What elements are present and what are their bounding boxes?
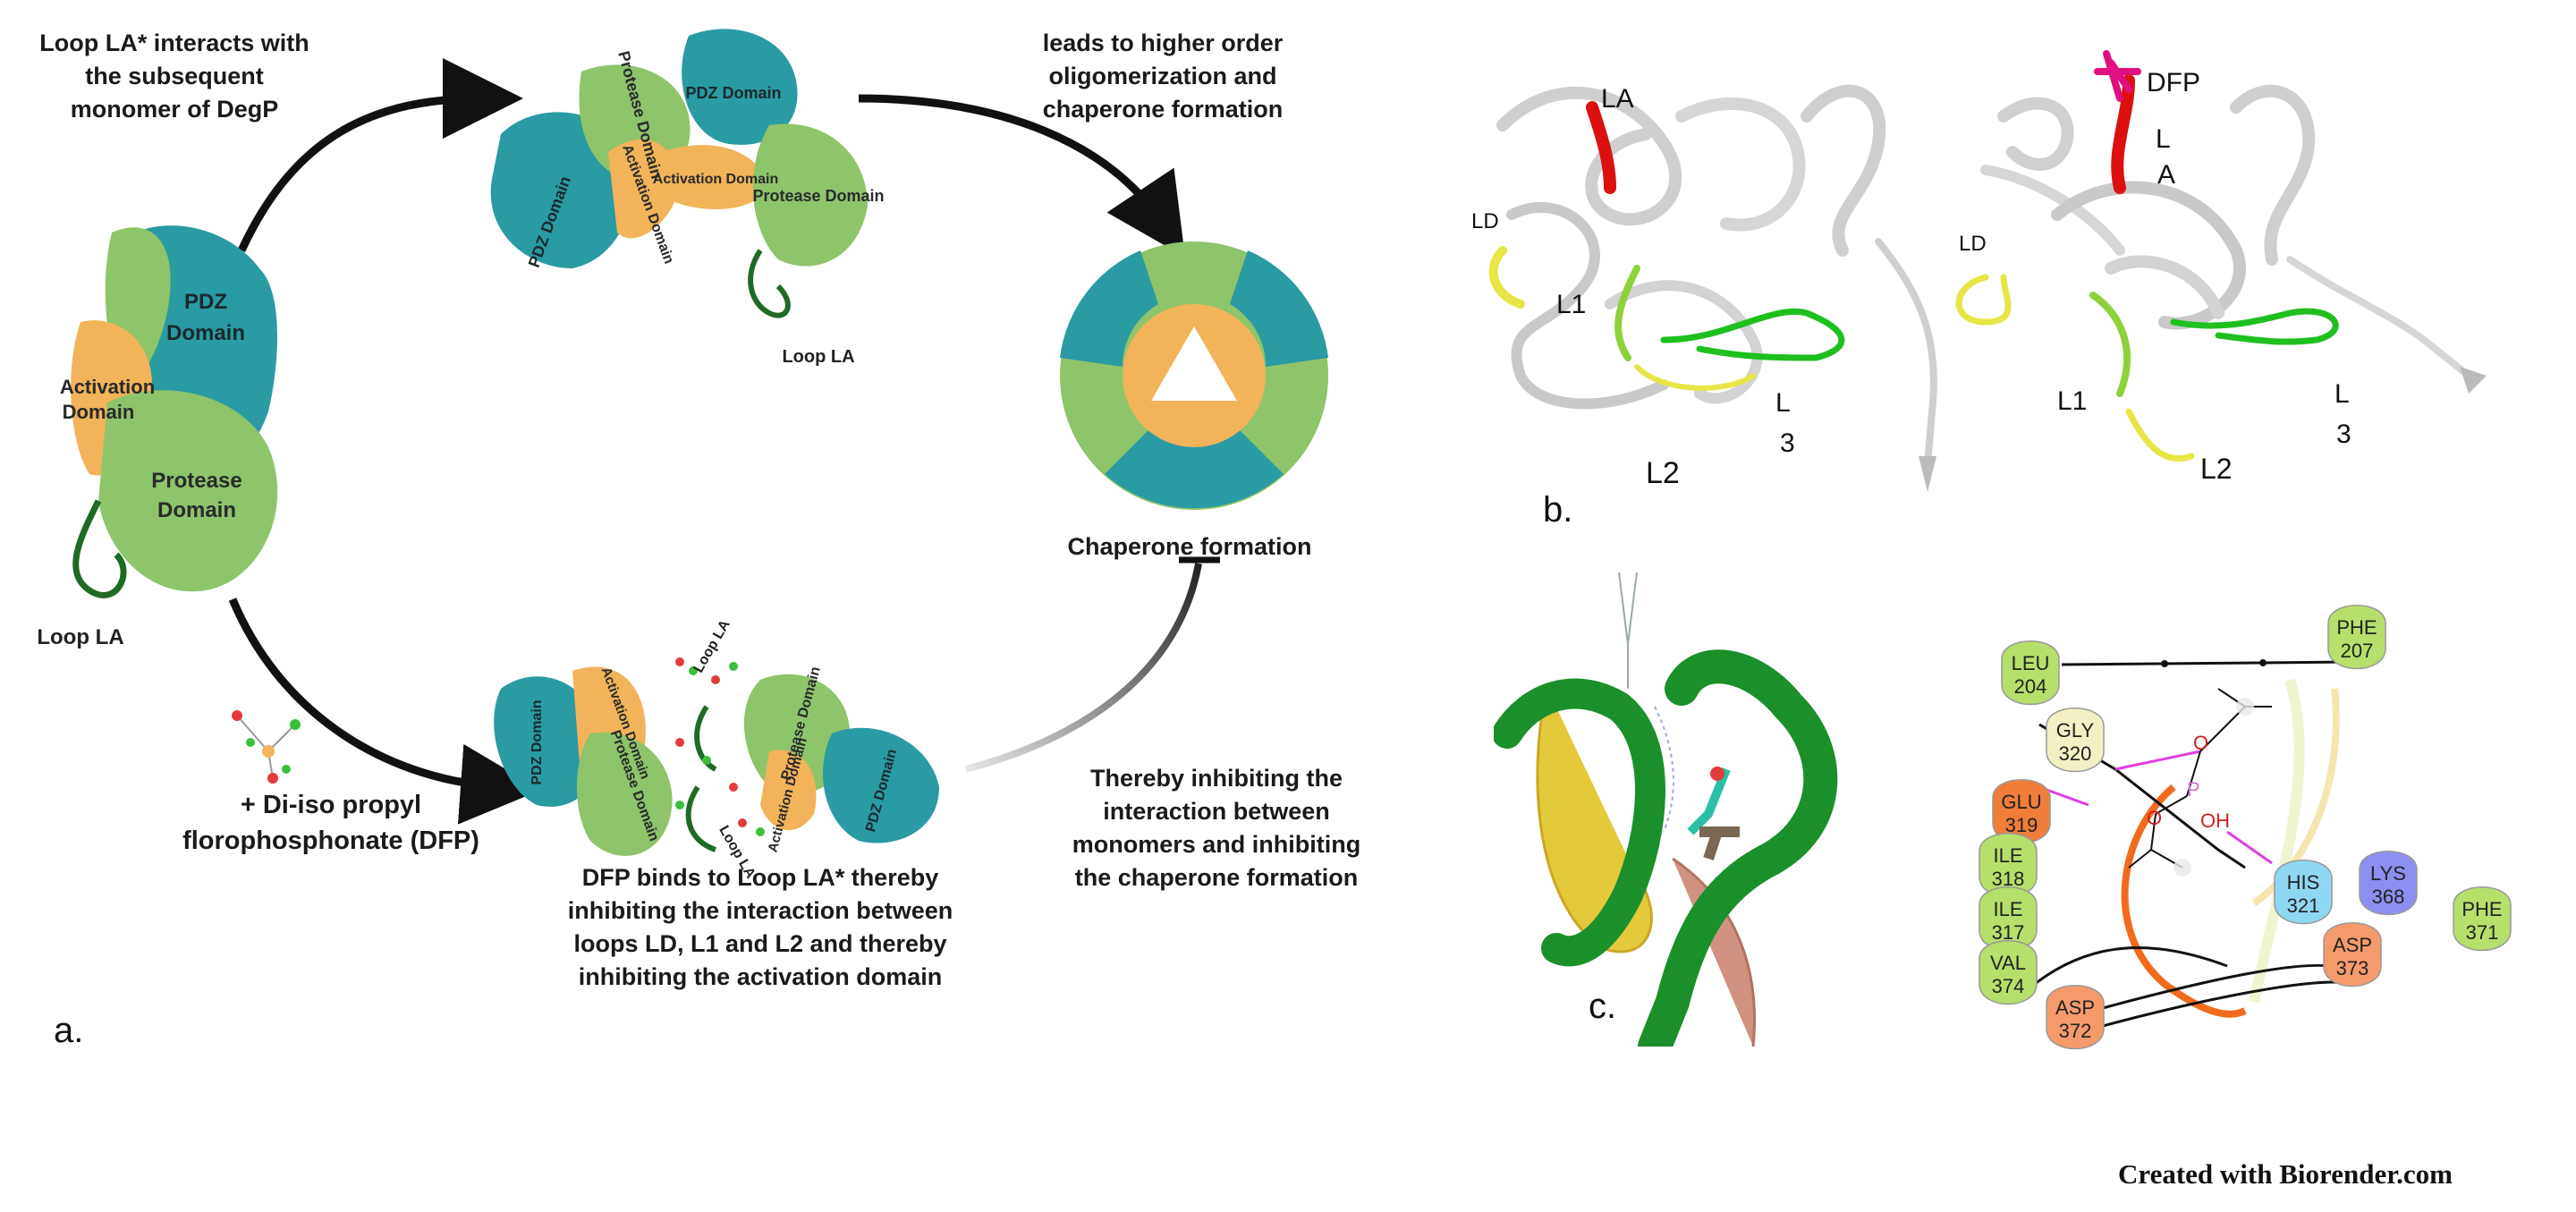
dimer-top-pdz-b: PDZ Domain xyxy=(685,84,781,102)
left-l3b-label: 3 xyxy=(1780,428,1795,458)
dimer-top-activation-b: Activation Domain xyxy=(653,172,778,187)
right-la-label-b: A xyxy=(2157,160,2175,190)
residue-number: 372 xyxy=(2059,1020,2092,1042)
ligand-o2: O xyxy=(2147,807,2162,829)
residue-number: 374 xyxy=(1992,975,2025,997)
residue-number: 373 xyxy=(2336,957,2369,979)
caption-chaperone-formation: Chaperone formation xyxy=(1067,533,1312,560)
ligand-o1: O xyxy=(2193,732,2208,754)
dimer-top-loop: Loop LA xyxy=(782,347,854,367)
residue-number: 320 xyxy=(2059,742,2092,765)
structure-left-ribbon xyxy=(1488,84,1937,492)
ligand-dfp: O P O OH xyxy=(2128,688,2272,877)
right-dfp-label: DFP xyxy=(2147,68,2200,97)
dimer-bottom-loop-a: Loop LA xyxy=(691,617,733,675)
cycle-arrow-top-right xyxy=(858,94,1185,258)
panel-a-letter: a. xyxy=(54,1011,84,1050)
left-l2-label: L2 xyxy=(1646,456,1680,490)
left-l3a-label: L xyxy=(1775,388,1791,418)
caption-higher-order: leads to higher order oligomerization an… xyxy=(1042,30,1284,123)
ligand-p: P xyxy=(2187,778,2200,801)
panel-a-diagram: PDZ Domain Activation Domain Protease Do… xyxy=(37,29,1328,881)
monomer-protease-label-2: Domain xyxy=(157,498,236,522)
biorender-credit: Created with Biorender.com xyxy=(2118,1158,2453,1190)
left-la-label: LA xyxy=(1601,84,1634,114)
monomer-pdz-label: PDZ xyxy=(184,290,227,314)
caption-loop-interacts: Loop LA* interacts with the subsequent m… xyxy=(39,30,309,123)
panel-c-interaction-diagram: O P O OH LEU204PHE207GLY320GLU319ILE318I… xyxy=(1979,605,2512,1050)
residue-name: ASP xyxy=(2055,996,2095,1019)
residue-name: LYS xyxy=(2370,862,2406,885)
right-ld-label: LD xyxy=(1959,232,1987,256)
residue-name: ILE xyxy=(1993,898,2022,920)
degp-dimer-bottom xyxy=(494,666,939,856)
right-l3a-label: L xyxy=(2334,379,2350,409)
cycle-arrow-bottom-left xyxy=(228,598,541,825)
left-l1-label: L1 xyxy=(1556,290,1586,319)
inhibition-arc xyxy=(964,563,1202,773)
residue-number: 368 xyxy=(2372,886,2405,908)
panel-c-3d-tube xyxy=(1494,537,1869,1047)
monomer-pdz-label-2: Domain xyxy=(166,321,245,345)
caption-dfp-reagent: + Di-iso propyl florophosphonate (DFP) xyxy=(182,791,479,855)
chaperone-ring xyxy=(1060,242,1328,510)
right-l1-label: L1 xyxy=(2057,386,2087,416)
monomer-activation-label-2: Domain xyxy=(63,401,135,423)
residue-nodes: LEU204PHE207GLY320GLU319ILE318ILE317HIS3… xyxy=(1979,605,2512,1050)
panel-c-letter: c. xyxy=(1589,987,1617,1026)
residue-name: LEU xyxy=(2012,652,2050,674)
residue-name: HIS xyxy=(2287,871,2320,894)
dfp-molecules-scatter xyxy=(675,657,765,836)
panel-b-ribbons: LA LD L1 L2 L 3 DFP L A LD L1 L2 L 3 xyxy=(1471,50,2487,492)
structure-right-ribbon xyxy=(1955,50,2487,462)
monomer-protease-label: Protease xyxy=(151,469,242,493)
residue-number: 321 xyxy=(2287,894,2320,917)
ligand-oh: OH xyxy=(2200,809,2230,832)
cycle-arrow-top-left xyxy=(237,58,523,252)
residue-number: 207 xyxy=(2341,640,2374,662)
residue-number: 319 xyxy=(2005,814,2038,836)
residue-name: PHE xyxy=(2336,616,2377,639)
dimer-top-protease-b: Protease Domain xyxy=(752,187,884,205)
degp-dimer-top xyxy=(490,29,868,318)
residue-name: GLY xyxy=(2056,719,2095,742)
residue-number: 204 xyxy=(2014,675,2047,698)
left-ld-label: LD xyxy=(1471,209,1499,233)
caption-dfp-binds: DFP binds to Loop LA* thereby inhibiting… xyxy=(567,864,953,990)
dimer-bottom-pdz-a: PDZ Domain xyxy=(530,699,545,784)
dfp-molecule-icon xyxy=(232,710,301,784)
residue-number: 318 xyxy=(1992,868,2025,890)
panel-b-letter: b. xyxy=(1543,490,1573,530)
residue-number: 317 xyxy=(1992,921,2025,944)
right-l3b-label: 3 xyxy=(2336,420,2351,449)
residue-name: GLU xyxy=(2001,791,2041,813)
residue-name: PHE xyxy=(2462,898,2502,920)
residue-name: ILE xyxy=(1993,844,2022,867)
caption-thereby-inhibiting: Thereby inhibiting the interaction betwe… xyxy=(1072,765,1361,891)
monomer-activation-label: Activation xyxy=(60,376,155,398)
monomer-loop-label: Loop LA xyxy=(37,625,123,649)
residue-number: 371 xyxy=(2466,921,2499,944)
right-l2-label: L2 xyxy=(2200,453,2233,485)
degp-monomer xyxy=(71,225,278,598)
right-la-label-a: L xyxy=(2156,124,2171,154)
residue-name: ASP xyxy=(2333,934,2372,956)
residue-name: VAL xyxy=(1990,952,2026,974)
